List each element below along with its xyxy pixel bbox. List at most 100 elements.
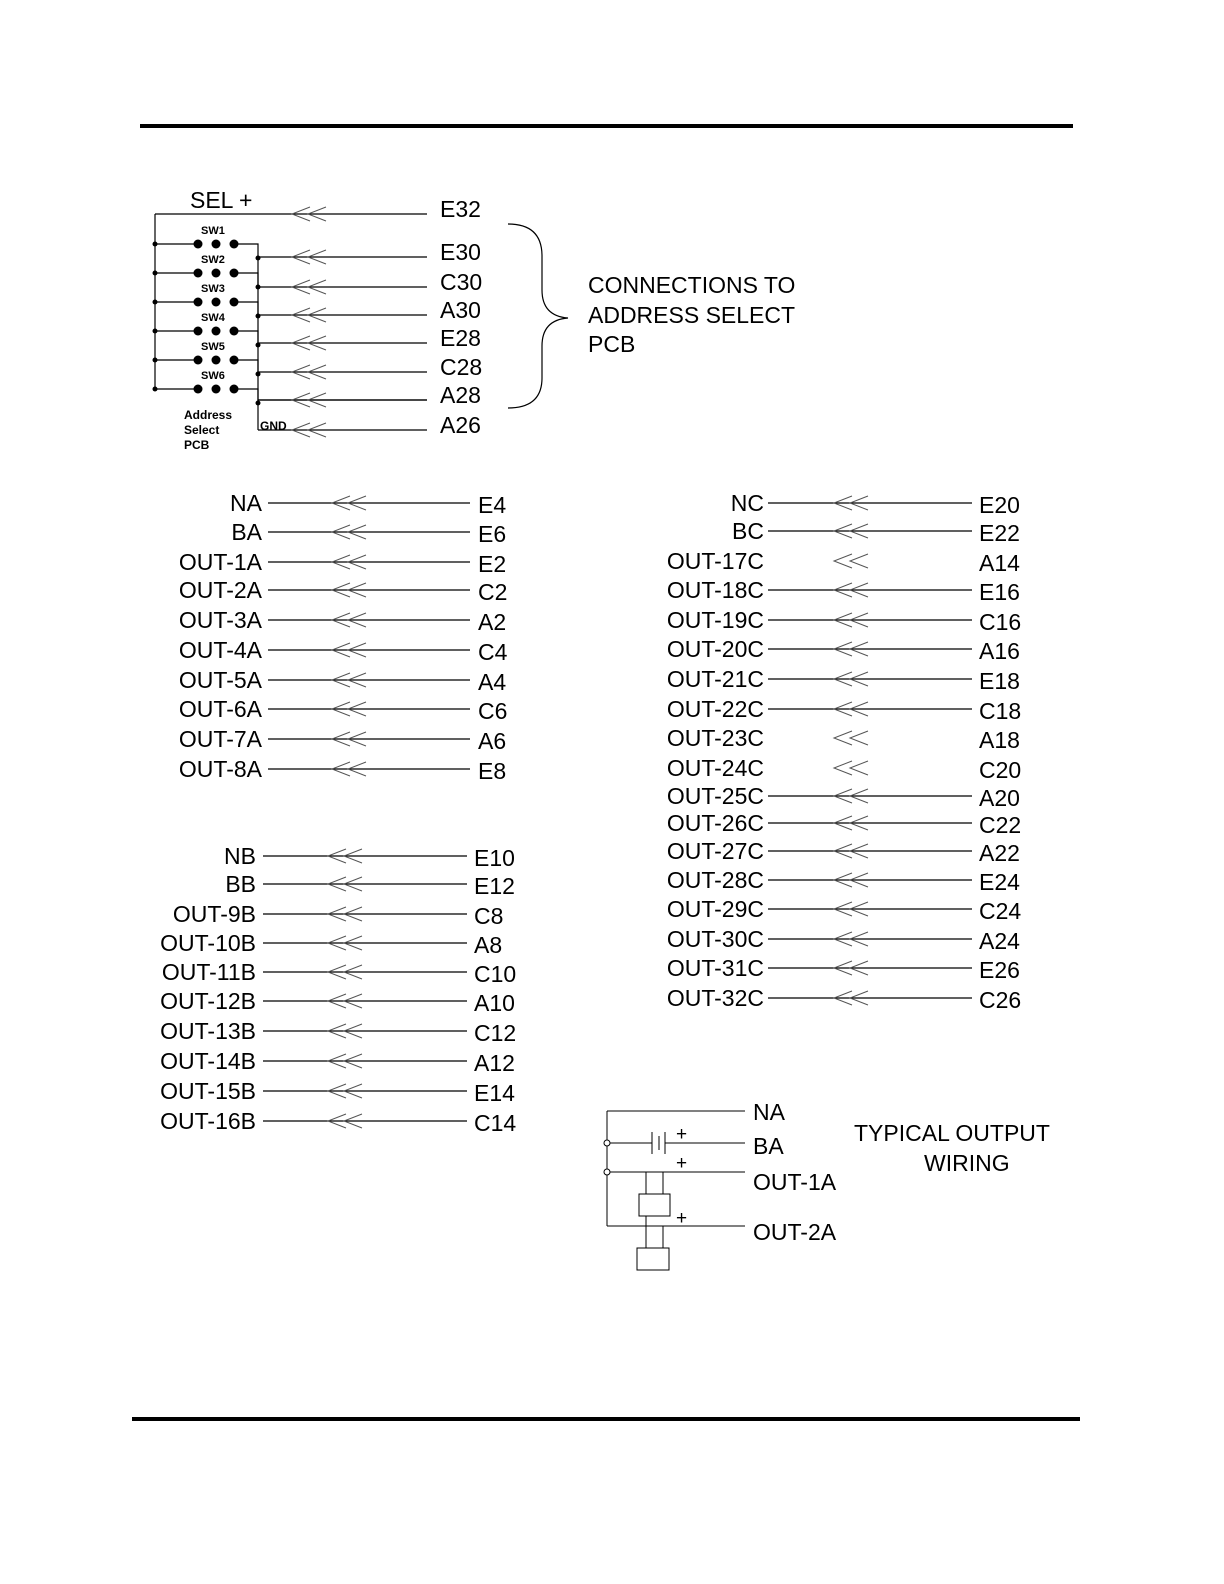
pin-label: A8 [474, 932, 502, 958]
pin-label: C26 [979, 987, 1021, 1013]
signal-label: OUT-25C [667, 783, 764, 809]
address-pin-label: E32 [440, 196, 481, 222]
pin-label: A12 [474, 1050, 515, 1076]
address-pin-label: E30 [440, 239, 481, 265]
address-pin-label: A30 [440, 297, 481, 323]
signal-label: OUT-21C [667, 666, 764, 692]
pin-label: C8 [474, 903, 503, 929]
signal-label: NB [224, 843, 256, 869]
pin-label: A22 [979, 840, 1020, 866]
signal-label: NC [731, 490, 764, 516]
signal-label: OUT-7A [179, 726, 263, 752]
signal-label: OUT-24C [667, 755, 764, 781]
address-pin-label: A26 [440, 412, 481, 438]
pin-label: C12 [474, 1020, 516, 1046]
sel-plus-label: SEL + [190, 187, 252, 213]
brace-text-line-3: PCB [588, 331, 635, 357]
brace [507, 223, 569, 409]
pcb-label-line-1: Address [184, 408, 232, 422]
load-icon-2 [636, 1247, 670, 1271]
signal-label: OUT-20C [667, 636, 764, 662]
switch-label: SW5 [201, 341, 225, 353]
pin-label: A20 [979, 785, 1020, 811]
signal-label: OUT-27C [667, 838, 764, 864]
signal-label: OUT-32C [667, 985, 764, 1011]
address-pin-label: E28 [440, 325, 481, 351]
pin-label: A2 [478, 609, 506, 635]
signal-label: OUT-13B [160, 1018, 256, 1044]
pin-label: E14 [474, 1080, 515, 1106]
pin-label: A6 [478, 728, 506, 754]
signal-label: OUT-22C [667, 696, 764, 722]
pin-label: C4 [478, 639, 508, 665]
signal-label: OUT-17C [667, 548, 764, 574]
signal-label: OUT-1A [179, 549, 263, 575]
signal-label: OUT-14B [160, 1048, 256, 1074]
signal-label: OUT-16B [160, 1108, 256, 1134]
pin-label: E12 [474, 873, 515, 899]
brace-text-line-1: CONNECTIONS TO [588, 272, 795, 298]
typical-output-wiring: + + + NA BA OUT-1A OUT-2A TYPICAL OUTPUT… [603, 1099, 1050, 1271]
signal-label: NA [230, 490, 263, 516]
typical-label-out2a: OUT-2A [753, 1219, 837, 1245]
signal-label: OUT-28C [667, 867, 764, 893]
pin-label: E26 [979, 957, 1020, 983]
switch-label: SW4 [201, 312, 226, 324]
signal-label: BA [231, 519, 262, 545]
switch-label: SW2 [201, 254, 225, 266]
pin-label: C22 [979, 812, 1021, 838]
signal-label: OUT-15B [160, 1078, 256, 1104]
brace-text-line-2: ADDRESS SELECT [588, 302, 795, 328]
signal-label: OUT-23C [667, 725, 764, 751]
plus-sign-1: + [676, 1124, 687, 1145]
signal-label: OUT-2A [179, 577, 263, 603]
address-pin-label: C30 [440, 269, 482, 295]
pin-label: E24 [979, 869, 1020, 895]
pin-label: C14 [474, 1110, 516, 1136]
pin-label: C20 [979, 757, 1021, 783]
pin-label: C24 [979, 898, 1021, 924]
pcb-label-line-2: Select [184, 423, 219, 437]
pin-label: E22 [979, 520, 1020, 546]
signal-label: BB [225, 871, 256, 897]
pin-label: E16 [979, 579, 1020, 605]
signal-label: BC [732, 518, 764, 544]
pin-label: C18 [979, 698, 1021, 724]
typical-label-out1a: OUT-1A [753, 1169, 837, 1195]
pin-label: A18 [979, 727, 1020, 753]
signal-label: OUT-4A [179, 637, 263, 663]
signal-label: OUT-6A [179, 696, 263, 722]
signal-label: OUT-29C [667, 896, 764, 922]
typical-label-ba: BA [753, 1133, 784, 1159]
load-icon-1 [638, 1193, 671, 1217]
signal-label: OUT-5A [179, 667, 263, 693]
pin-label: C10 [474, 961, 516, 987]
pin-label: E10 [474, 845, 515, 871]
switch-label: SW3 [201, 283, 225, 295]
address-pin-label: C28 [440, 354, 482, 380]
address-pin-label: A28 [440, 382, 481, 408]
pin-label: C6 [478, 698, 507, 724]
pin-label: E8 [478, 758, 506, 784]
pin-label: A4 [478, 669, 506, 695]
pcb-label-line-3: PCB [184, 438, 210, 452]
pin-label: A24 [979, 928, 1020, 954]
typical-label-na: NA [753, 1099, 786, 1125]
signal-label: OUT-30C [667, 926, 764, 952]
pin-label: E20 [979, 492, 1020, 518]
signal-label: OUT-31C [667, 955, 764, 981]
pin-label: A14 [979, 550, 1020, 576]
pin-label: A16 [979, 638, 1020, 664]
pin-label: C2 [478, 579, 507, 605]
signal-label: OUT-8A [179, 756, 263, 782]
signal-label: OUT-9B [173, 901, 256, 927]
signal-label: OUT-10B [160, 930, 256, 956]
gnd-label: GND [260, 419, 287, 433]
pin-label: E2 [478, 551, 506, 577]
switch-label: SW1 [201, 225, 225, 237]
typical-title-line-1: TYPICAL OUTPUT [854, 1120, 1050, 1146]
